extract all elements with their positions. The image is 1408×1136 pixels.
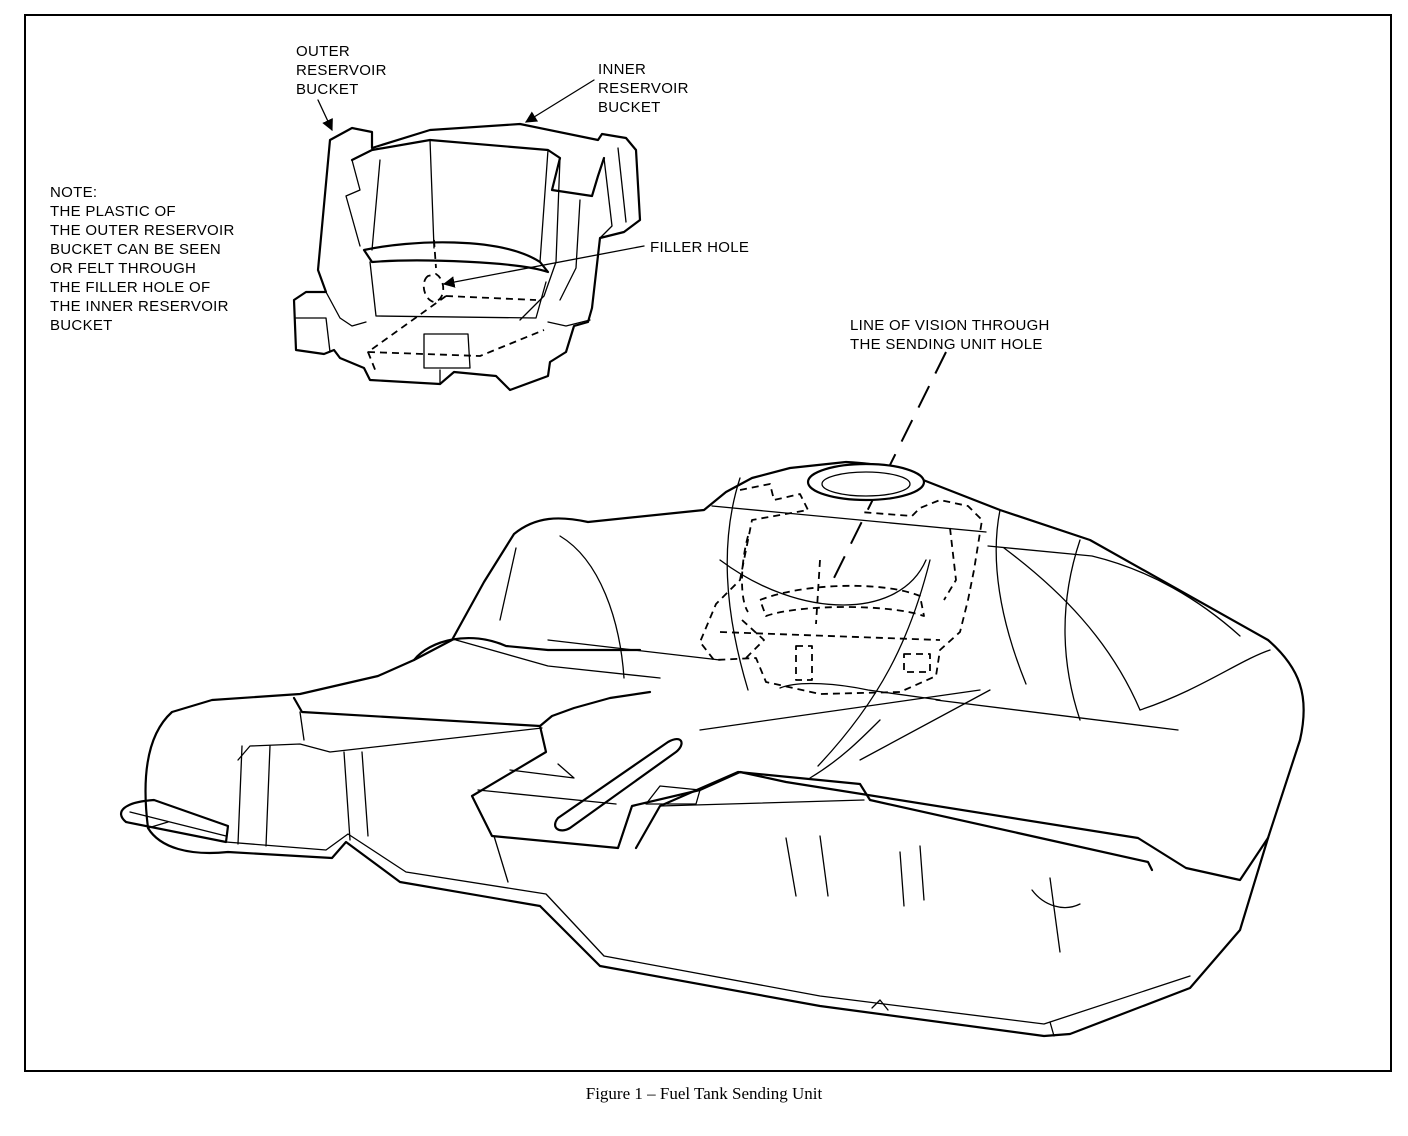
figure-caption: Figure 1 – Fuel Tank Sending Unit: [585, 1084, 823, 1103]
inner-reservoir-bucket-label: INNER RESERVOIR BUCKET: [598, 61, 689, 116]
fuel-tank-drawing: [120, 460, 1305, 1038]
outer-reservoir-bucket-label: OUTER RESERVOIR BUCKET: [296, 43, 387, 98]
line-of-vision-label: LINE OF VISION THROUGH THE SENDING UNIT …: [850, 317, 1050, 353]
filler-hole-label: FILLER HOLE: [650, 239, 750, 256]
figure-frame: [24, 14, 1392, 1072]
note-text: NOTE: THE PLASTIC OF THE OUTER RESERVOIR…: [50, 184, 235, 334]
reservoir-bucket-drawing: [292, 122, 642, 392]
